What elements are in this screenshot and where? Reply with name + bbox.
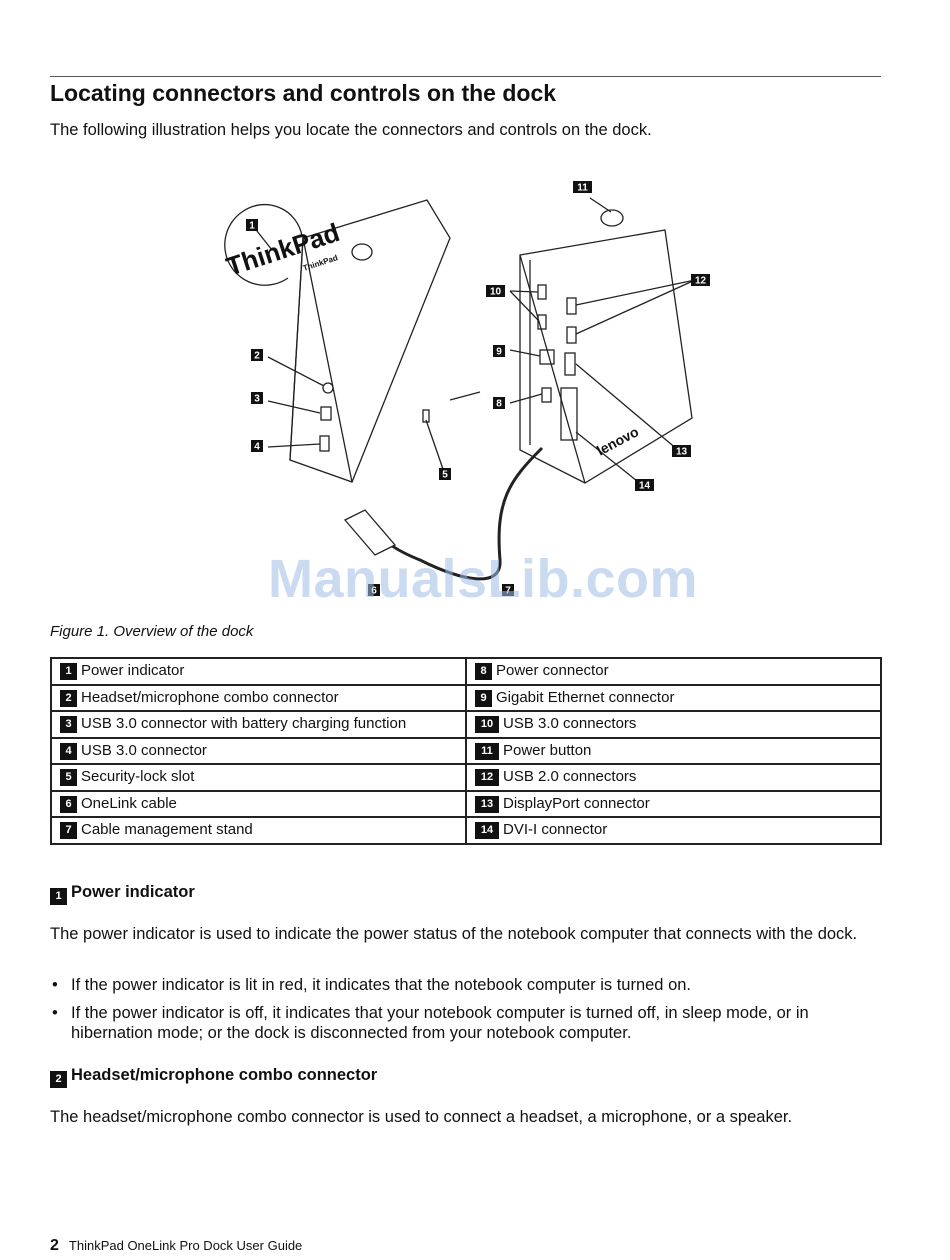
callout-9: 9 xyxy=(496,347,502,358)
callout-10: 10 xyxy=(490,287,502,298)
number-badge: 4 xyxy=(60,742,77,760)
callout-3: 3 xyxy=(254,394,260,405)
dock-front-view xyxy=(289,199,481,483)
number-badge: 2 xyxy=(50,1071,67,1088)
number-badge: 3 xyxy=(60,716,77,734)
dock-rear-view xyxy=(519,209,693,484)
number-badge: 8 xyxy=(475,663,492,681)
number-badge: 10 xyxy=(475,716,499,734)
callout-14: 14 xyxy=(639,481,651,492)
number-badge: 9 xyxy=(475,689,492,707)
callout-4: 4 xyxy=(254,442,260,453)
intro-text: The following illustration helps you loc… xyxy=(50,121,652,139)
section-body: The headset/microphone combo connector i… xyxy=(50,1108,793,1126)
bullet-list: If the power indicator is lit in red, it… xyxy=(50,975,880,1051)
number-badge: 12 xyxy=(475,769,499,787)
callout-6: 6 xyxy=(371,586,377,597)
number-badge: 1 xyxy=(50,888,67,905)
watermark: ManualsLib.com xyxy=(268,549,699,609)
list-item: If the power indicator is lit in red, it… xyxy=(50,975,880,995)
callout-2: 2 xyxy=(254,351,260,362)
number-badge: 14 xyxy=(475,822,499,840)
list-item: If the power indicator is off, it indica… xyxy=(50,1003,880,1043)
dock-illustration: ThinkPad ThinkPad lenovo 1 2 3 4 5 6 7 8… xyxy=(223,181,710,597)
callout-8: 8 xyxy=(496,399,502,410)
callout-5: 5 xyxy=(442,470,448,481)
number-badge: 5 xyxy=(60,769,77,787)
header-rule xyxy=(50,76,881,77)
callout-12: 12 xyxy=(695,276,707,287)
number-badge: 7 xyxy=(60,822,77,840)
page-number: 2 xyxy=(50,1237,59,1254)
callout-7: 7 xyxy=(505,586,511,597)
section-body: The power indicator is used to indicate … xyxy=(50,925,858,943)
number-badge: 1 xyxy=(60,663,77,681)
number-badge: 2 xyxy=(60,689,77,707)
callout-1: 1 xyxy=(249,221,255,232)
callout-11: 11 xyxy=(577,183,588,194)
page-footer: 2 ThinkPad OneLink Pro Dock User Guide xyxy=(50,1237,302,1255)
callout-13: 13 xyxy=(676,447,688,458)
footer-title: ThinkPad OneLink Pro Dock User Guide xyxy=(68,1238,303,1253)
page-title: Locating connectors and controls on the … xyxy=(50,80,557,106)
number-badge: 6 xyxy=(60,795,77,813)
number-badge: 13 xyxy=(475,795,499,813)
number-badge: 11 xyxy=(475,742,499,760)
figure-caption: Figure 1. Overview of the dock xyxy=(50,623,254,640)
